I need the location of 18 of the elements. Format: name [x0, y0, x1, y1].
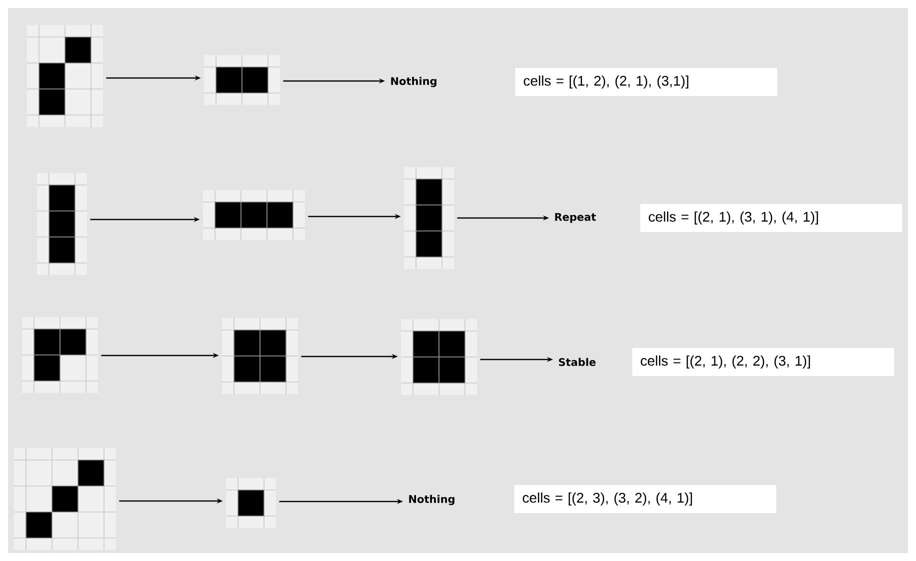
cell-grid-drawing: [222, 318, 298, 394]
cell-grid-drawing: [22, 316, 98, 394]
cell-grid-drawing: [204, 54, 280, 106]
cells-box: cells = [(2, 1), (2, 2), (3, 1)]: [632, 348, 894, 376]
result-label: Nothing: [409, 494, 454, 506]
cell-grid-drawing: [226, 478, 276, 528]
cell-grid-drawing: [202, 190, 306, 240]
cell-grid-drawing: [404, 166, 454, 270]
cell-grid-drawing: [36, 172, 88, 276]
result-label: Repeat: [555, 213, 596, 223]
cells-box: cells = [(2, 1), (3, 1), (4, 1)]: [640, 204, 902, 232]
cell-grid-drawing: [26, 24, 104, 128]
cell-grid-drawing: [14, 448, 116, 550]
cell-grid-drawing: [400, 318, 478, 396]
cells-box: cells = [(1, 2), (2, 1), (3,1)]: [515, 68, 778, 96]
result-label: Stable: [558, 358, 596, 366]
cells-box: cells = [(2, 3), (3, 2), (4, 1)]: [514, 484, 776, 513]
result-label: Nothing: [391, 76, 436, 88]
